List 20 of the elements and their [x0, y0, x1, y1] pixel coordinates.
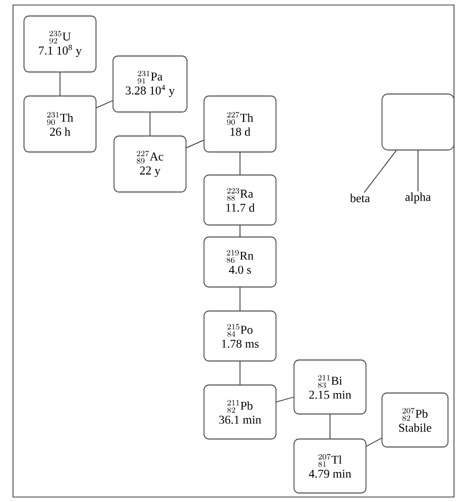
- nuclide-box: $^{231}_{91}\mathrm{Pa}$ 3.28 10$^{4}$ y: [112, 56, 188, 112]
- nuclide-box: $^{207}_{82}\mathrm{Pb}$ Stabile: [382, 392, 448, 448]
- decay-line: [366, 438, 382, 447]
- decay-line: [276, 396, 294, 402]
- nuclide-box: $^{211}_{82}\mathrm{Pb}$ 36.1 min: [204, 384, 276, 440]
- nuclide-box: $^{223}_{88}\mathrm{Ra}$ 11.7 d: [204, 174, 276, 226]
- nuclide-box: $^{211}_{83}\mathrm{Bi}$ 2.15 min: [294, 360, 366, 414]
- nuclide-box: $^{227}_{90}\mathrm{Th}$ 18 d: [204, 96, 276, 152]
- legend-label: beta: [350, 194, 370, 202]
- nuclide-box: $^{207}_{81}\mathrm{Tl}$ 4.79 min: [294, 438, 366, 494]
- nuclide-box: $^{235}_{92}\mathrm{U}$ 7.1 10$^{8}$ y: [24, 16, 96, 72]
- leader-line: [364, 150, 397, 194]
- nuclide-box: $^{215}_{84}\mathrm{Po}$ 1.78 ms: [204, 310, 276, 362]
- legend-label: alpha: [405, 192, 431, 204]
- decay-line: [96, 100, 113, 108]
- legend-box: [382, 94, 454, 150]
- nuclide-box: $^{231}_{90}\mathrm{Th}$ 26 h: [24, 96, 96, 152]
- nuclide-box: $^{219}_{86}\mathrm{Rn}$ 4.0 s: [204, 236, 276, 288]
- decay-line: [186, 140, 204, 148]
- nuclide-box: $^{227}_{89}\mathrm{Ac}$ 22 y: [114, 136, 186, 192]
